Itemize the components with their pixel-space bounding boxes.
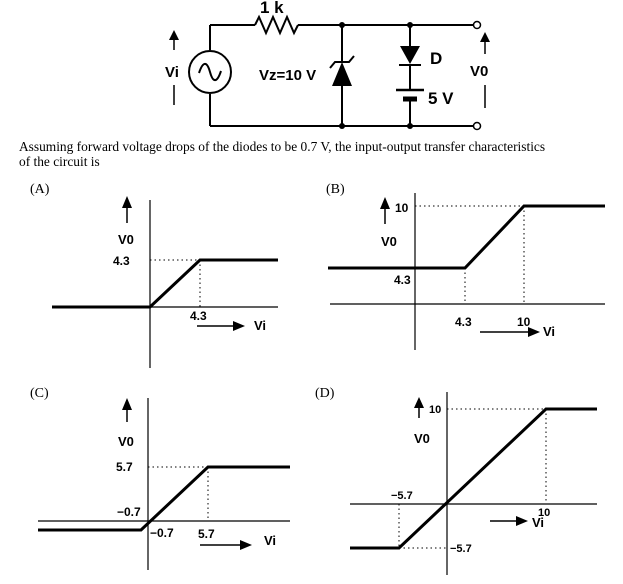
option-b-curve [328, 204, 605, 270]
option-d-tick-x-10: 10 [538, 507, 550, 519]
option-a-y-label: V0 [118, 232, 134, 247]
option-a-label: (A) [30, 182, 50, 197]
option-d-y-arrowhead-icon [414, 397, 424, 408]
option-d-tick-y-10: 10 [429, 404, 441, 416]
option-c-label: (C) [30, 386, 49, 401]
option-b-y-label: V0 [381, 234, 397, 249]
option-a-x-arrowhead-icon [233, 321, 245, 331]
question-text: Assuming forward voltage drops of the di… [19, 139, 619, 169]
battery-label: 5 V [428, 89, 454, 108]
resistor-label: 1 k [260, 0, 284, 17]
option-b-x-label: Vi [543, 324, 555, 339]
option-b-tick-y-10: 10 [395, 201, 409, 215]
question-line-2: of the circuit is [19, 154, 100, 169]
output-label: V0 [470, 63, 488, 80]
resistor-symbol [254, 14, 299, 36]
option-c-x-arrowhead-icon [240, 540, 252, 550]
output-terminal-top [472, 20, 482, 30]
zener-label: Vz=10 V [259, 67, 316, 84]
option-d-tick-x-neg: −5.7 [391, 490, 413, 502]
option-a-x-label: Vi [254, 318, 266, 333]
input-label: Vi [165, 64, 179, 81]
option-c-tick-y-5-7: 5.7 [116, 460, 133, 474]
diode-label: D [430, 49, 442, 68]
option-b-x-arrowhead-icon [528, 327, 540, 337]
option-d-x-label: Vi [532, 515, 544, 530]
option-d-label: (D) [315, 386, 335, 401]
option-d-y-label: V0 [414, 431, 430, 446]
zener-diode-icon [332, 62, 352, 86]
option-a-curve [52, 258, 278, 309]
option-b-y-arrowhead-icon [380, 197, 390, 209]
option-a-tick-y: 4.3 [113, 254, 130, 268]
option-c-tick-x-neg: −0.7 [150, 526, 174, 540]
option-c-y-label: V0 [118, 434, 134, 449]
option-c-y-arrowhead-icon [122, 398, 132, 410]
sine-wave-icon [198, 62, 222, 82]
option-a-tick-x: 4.3 [190, 309, 207, 323]
option-a-y-arrowhead-icon [122, 196, 132, 208]
output-arrowhead-icon [480, 32, 490, 42]
option-c-tick-y-neg: −0.7 [117, 505, 141, 519]
option-d-tick-y-neg: −5.7 [450, 543, 472, 555]
option-c-curve [38, 465, 290, 532]
option-d-curve [350, 407, 597, 550]
option-b-label: (B) [326, 182, 345, 197]
input-arrowhead-icon [169, 30, 179, 40]
output-terminal-bottom [472, 121, 482, 131]
option-c-tick-x-5-7: 5.7 [198, 527, 215, 541]
option-b-tick-y-4-3: 4.3 [394, 273, 411, 287]
diode-icon [400, 46, 420, 64]
option-d-x-arrowhead-icon [516, 516, 528, 526]
option-b-tick-x-4-3: 4.3 [455, 315, 472, 329]
question-line-1: Assuming forward voltage drops of the di… [19, 139, 546, 154]
option-c-x-label: Vi [264, 533, 276, 548]
option-b-tick-x-10: 10 [517, 315, 531, 329]
ac-source-icon [188, 50, 232, 94]
